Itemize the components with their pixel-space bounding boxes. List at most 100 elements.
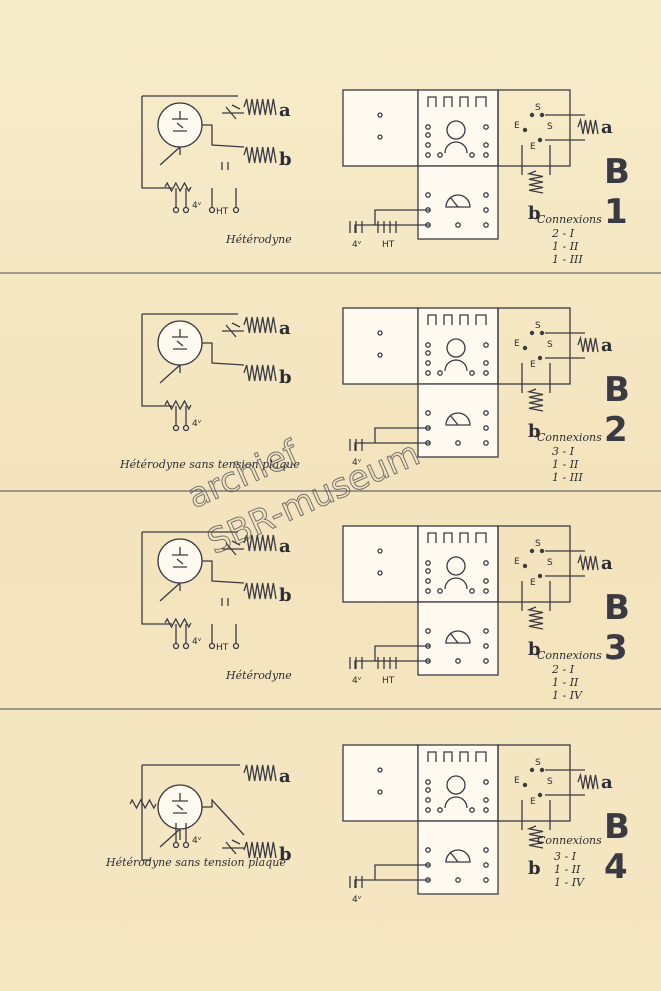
jack-icon [425, 588, 431, 594]
wire [159, 146, 181, 166]
jack-icon [483, 425, 489, 431]
rheostat-icon [164, 181, 192, 193]
fixed-capacitor-icon [221, 162, 229, 170]
terminal-s-label: S [535, 103, 541, 113]
terminal-dot [522, 563, 528, 569]
contact-strip-icon [427, 96, 487, 107]
coil-b-icon [243, 841, 277, 859]
section-code-number: 3 [604, 628, 628, 668]
coil-b-icon [243, 364, 277, 382]
contact-strip-icon [427, 314, 487, 325]
wire [521, 114, 585, 175]
jack-icon [425, 779, 431, 785]
wire [159, 828, 181, 848]
jack-icon [483, 560, 489, 566]
blank-panel [342, 525, 419, 603]
coil-a-icon [243, 764, 277, 782]
wire [521, 769, 585, 830]
jack-icon [425, 360, 431, 366]
terminal-dot [529, 548, 535, 554]
coil-a-label: a [601, 772, 613, 793]
battery-high-label: HT [382, 240, 395, 250]
blank-panel [342, 744, 419, 822]
wire [202, 342, 245, 366]
caption: Hétérodyne [225, 233, 292, 246]
jack-icon [425, 410, 431, 416]
connection-item: 1 - III [552, 471, 583, 484]
hole [377, 767, 383, 773]
caption: Hétérodyne [225, 669, 292, 682]
meter-icon [445, 630, 471, 644]
hole [377, 134, 383, 140]
battery-low-label: 4ᵛ [192, 637, 202, 647]
terminal-icon [208, 206, 216, 214]
terminal-icon [172, 642, 180, 650]
coil-a-label: a [601, 117, 613, 138]
meter-needle [449, 851, 459, 863]
caption: Hétérodyne sans tension plaque [119, 458, 300, 471]
coil-a-icon [577, 117, 599, 135]
connection-item: 2 - I [551, 227, 575, 240]
variable-capacitor-icon [222, 104, 244, 120]
coil-b-label: b [279, 367, 292, 388]
wire [521, 550, 585, 611]
connection-item: 2 - I [551, 663, 575, 676]
jack-icon [425, 142, 431, 148]
meter-needle [449, 632, 459, 644]
jack-icon [425, 192, 431, 198]
jack-icon [437, 152, 443, 158]
terminal-dot [529, 330, 535, 336]
terminal-icon [182, 206, 190, 214]
jack-icon [437, 807, 443, 813]
coil-a-label: a [601, 553, 613, 574]
coil-a-icon [577, 553, 599, 571]
jack-icon [483, 440, 489, 446]
connection-item: 1 - III [552, 253, 583, 266]
terminal-icon [172, 206, 180, 214]
terminal-icon [172, 424, 180, 432]
terminal-icon [232, 206, 240, 214]
jack-icon [483, 152, 489, 158]
section-code-number: 2 [604, 410, 628, 450]
connections-title: Connexions [537, 213, 602, 226]
coil-box [497, 307, 571, 385]
battery-low-label: 4ᵛ [192, 836, 202, 846]
meter-needle [449, 414, 459, 426]
valve-socket-icon [446, 338, 466, 358]
jack-icon [483, 658, 489, 664]
coil-b-label: b [528, 858, 541, 879]
terminal-e-label: E [530, 142, 536, 152]
dial-gear-icon [444, 141, 468, 154]
wire [354, 645, 430, 669]
connection-item: 1 - II [552, 240, 579, 253]
coil-b-label: b [279, 844, 292, 865]
coil-a-icon [577, 335, 599, 353]
terminal-s-label: S [535, 539, 541, 549]
coil-b-icon [243, 146, 277, 164]
jack-icon [483, 370, 489, 376]
terminal-e-label: E [514, 121, 520, 131]
wire [202, 124, 245, 148]
jack-icon [483, 578, 489, 584]
terminal-icon [182, 642, 190, 650]
rheostat-icon [164, 617, 192, 629]
section-code-letter: B [604, 807, 630, 847]
jack-icon [483, 877, 489, 883]
coil-b-icon [526, 388, 544, 412]
wire [202, 560, 245, 584]
terminal-dot [529, 767, 535, 773]
terminal-e-label: E [530, 578, 536, 588]
jack-icon [469, 807, 475, 813]
connection-item: 1 - IV [554, 876, 585, 889]
wire [159, 364, 181, 384]
terminal-e-label: E [530, 360, 536, 370]
connection-item: 3 - I [554, 850, 577, 863]
blank-panel [342, 307, 419, 385]
